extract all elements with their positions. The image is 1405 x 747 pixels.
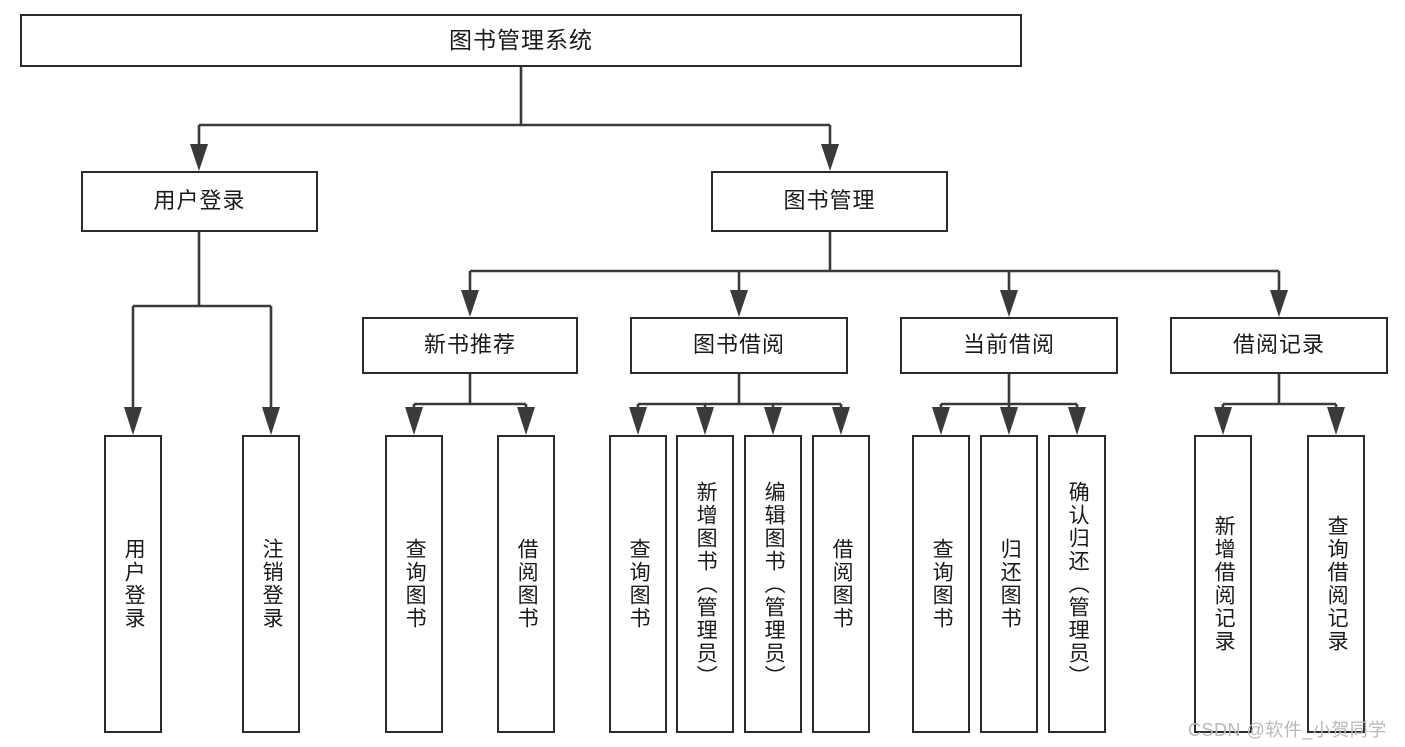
csdn-watermark: CSDN @软件_小贺同学 bbox=[1188, 720, 1387, 740]
leaf-new-book-query-label: 查询图书 bbox=[403, 538, 427, 630]
leaf-user-login-signin[interactable]: 用户登录 bbox=[104, 435, 162, 733]
leaf-book-borrow-query-label: 查询图书 bbox=[627, 538, 651, 630]
node-root-system-label: 图书管理系统 bbox=[449, 26, 593, 53]
leaf-book-borrow-lend-label: 借阅图书 bbox=[830, 538, 854, 630]
node-root-system[interactable]: 图书管理系统 bbox=[20, 14, 1022, 67]
leaf-book-borrow-lend[interactable]: 借阅图书 bbox=[812, 435, 870, 733]
node-borrow-record-label: 借阅记录 bbox=[1232, 332, 1325, 358]
leaf-borrow-record-query-label: 查询借阅记录 bbox=[1325, 515, 1349, 653]
leaf-new-book-query[interactable]: 查询图书 bbox=[385, 435, 443, 733]
leaf-user-login-signout-label: 注销登录 bbox=[260, 538, 284, 630]
leaf-current-borrow-query-label: 查询图书 bbox=[930, 538, 954, 630]
leaf-borrow-record-add-label: 新增借阅记录 bbox=[1212, 515, 1236, 653]
leaf-current-borrow-query[interactable]: 查询图书 bbox=[912, 435, 970, 733]
leaf-borrow-record-add[interactable]: 新增借阅记录 bbox=[1194, 435, 1252, 733]
leaf-current-borrow-confirm-label: 确认归还（管理员） bbox=[1066, 480, 1090, 688]
leaf-new-book-borrow[interactable]: 借阅图书 bbox=[497, 435, 555, 733]
node-book-management[interactable]: 图书管理 bbox=[711, 171, 948, 232]
leaf-book-borrow-edit-label: 编辑图书（管理员） bbox=[762, 480, 786, 688]
node-user-login-label: 用户登录 bbox=[153, 188, 246, 214]
node-current-borrow[interactable]: 当前借阅 bbox=[900, 317, 1118, 374]
leaf-current-borrow-confirm[interactable]: 确认归还（管理员） bbox=[1048, 435, 1106, 733]
leaf-book-borrow-add[interactable]: 新增图书（管理员） bbox=[676, 435, 734, 733]
leaf-borrow-record-query[interactable]: 查询借阅记录 bbox=[1307, 435, 1365, 733]
leaf-book-borrow-edit[interactable]: 编辑图书（管理员） bbox=[744, 435, 802, 733]
node-new-book-recommend-label: 新书推荐 bbox=[423, 332, 516, 358]
node-borrow-record[interactable]: 借阅记录 bbox=[1170, 317, 1388, 374]
node-user-login[interactable]: 用户登录 bbox=[81, 171, 318, 232]
leaf-user-login-signin-label: 用户登录 bbox=[122, 538, 146, 630]
leaf-user-login-signout[interactable]: 注销登录 bbox=[242, 435, 300, 733]
node-current-borrow-label: 当前借阅 bbox=[962, 332, 1055, 358]
node-new-book-recommend[interactable]: 新书推荐 bbox=[362, 317, 578, 374]
leaf-new-book-borrow-label: 借阅图书 bbox=[515, 538, 539, 630]
leaf-current-borrow-return-label: 归还图书 bbox=[998, 538, 1022, 630]
node-book-borrow[interactable]: 图书借阅 bbox=[630, 317, 848, 374]
node-book-management-label: 图书管理 bbox=[783, 188, 876, 214]
leaf-book-borrow-add-label: 新增图书（管理员） bbox=[694, 480, 718, 688]
leaf-current-borrow-return[interactable]: 归还图书 bbox=[980, 435, 1038, 733]
node-book-borrow-label: 图书借阅 bbox=[692, 332, 785, 358]
leaf-book-borrow-query[interactable]: 查询图书 bbox=[609, 435, 667, 733]
